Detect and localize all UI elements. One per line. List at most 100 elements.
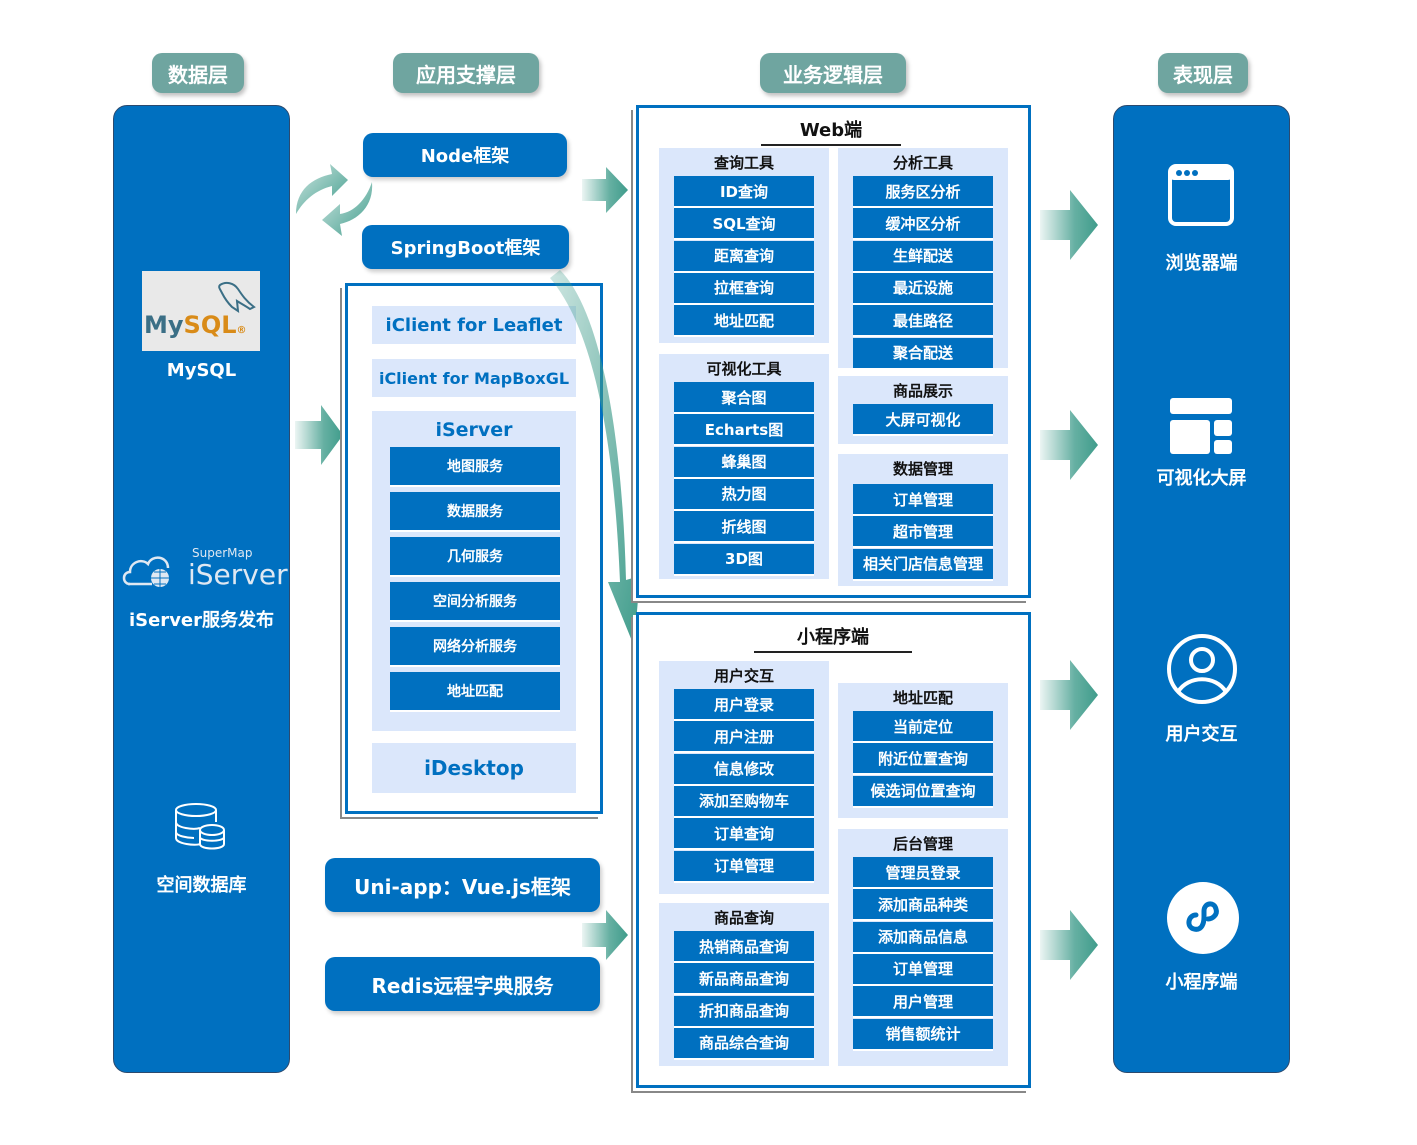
web-item: 热力图 xyxy=(674,478,814,511)
springboot-framework-box: SpringBoot框架 xyxy=(362,225,569,269)
mini-group-title: 用户交互 xyxy=(713,667,774,685)
iserver-service-item: 地图服务 xyxy=(390,447,560,487)
mini-title-text: 小程序端 xyxy=(797,627,869,648)
mini-item: 商品综合查询 xyxy=(674,1027,814,1060)
iserver-group-title: iServer xyxy=(435,419,513,441)
iserver-service-item: 空间分析服务 xyxy=(390,582,560,622)
mini-group-title: 商品查询 xyxy=(713,909,774,927)
mini-item: 订单查询 xyxy=(674,818,814,851)
mini-item: 管理员登录 xyxy=(853,857,993,889)
mini-title-underline xyxy=(754,651,912,653)
arrow-right-icon xyxy=(582,167,628,213)
web-item: 距离查询 xyxy=(674,240,814,273)
mini-item: 订单管理 xyxy=(853,953,993,986)
mini-item: 用户注册 xyxy=(674,721,814,754)
web-group-title: 数据管理 xyxy=(892,460,953,478)
iserver-service-item: 数据服务 xyxy=(390,492,560,532)
web-item: 拉框查询 xyxy=(674,272,814,305)
spatial-db-label: 空间数据库 xyxy=(156,875,247,896)
web-title-text: Web端 xyxy=(799,120,863,141)
mini-group: 后台管理管理员登录添加商品种类添加商品信息订单管理用户管理销售额统计 xyxy=(838,829,1008,1066)
web-item: 订单管理 xyxy=(853,484,993,516)
uniapp-framework-box: Uni-app：Vue.js框架 xyxy=(325,858,600,912)
mini-item: 添加商品种类 xyxy=(853,889,993,922)
cloud-globe-icon xyxy=(122,556,170,587)
cycle-arrows-icon xyxy=(296,164,373,236)
iserver-service-item: 网络分析服务 xyxy=(390,627,560,667)
web-item: 服务区分析 xyxy=(853,176,993,208)
browser-window-icon xyxy=(1168,164,1234,226)
presentation-label-user: 用户交互 xyxy=(1165,724,1238,745)
iserver-label: iServer服务发布 xyxy=(128,610,275,631)
arrow-right-icon xyxy=(1040,190,1098,260)
iclient-mapboxgl-box: iClient for MapBoxGL xyxy=(372,359,576,397)
web-item: 3D图 xyxy=(674,543,814,576)
presentation-label-mini: 小程序端 xyxy=(1165,972,1238,993)
mini-program-frame: 小程序端 用户交互用户登录用户注册信息修改添加至购物车订单查询订单管理地址匹配当… xyxy=(636,612,1031,1088)
mini-item: 热销商品查询 xyxy=(674,931,814,963)
web-item: 聚合配送 xyxy=(853,337,993,370)
iserver-service-item: 几何服务 xyxy=(390,537,560,577)
web-group-title: 分析工具 xyxy=(892,154,953,172)
curved-arrow-down-icon xyxy=(550,270,640,646)
web-item: 地址匹配 xyxy=(674,305,814,338)
mini-item: 候选词位置查询 xyxy=(853,775,993,808)
web-group-title: 可视化工具 xyxy=(706,360,782,378)
mini-item: 折扣商品查询 xyxy=(674,995,814,1028)
web-group: 商品展示大屏可视化 xyxy=(838,376,1008,444)
node-framework-box: Node框架 xyxy=(363,133,567,177)
data-layer-panel: MySQL® MySQL SuperMap iServer iServer服务发… xyxy=(113,105,290,1073)
dolphin-icon xyxy=(218,281,256,314)
mini-item: 当前定位 xyxy=(853,711,993,743)
dashboard-layout-icon xyxy=(1170,398,1232,454)
web-item: 聚合图 xyxy=(674,382,814,414)
mini-group: 商品查询热销商品查询新品商品查询折扣商品查询商品综合查询 xyxy=(659,903,829,1066)
web-item: 大屏可视化 xyxy=(853,404,993,436)
layer-tag-data: 数据层 xyxy=(152,53,244,93)
mini-group: 用户交互用户登录用户注册信息修改添加至购物车订单查询订单管理 xyxy=(659,661,829,894)
web-group: 分析工具服务区分析缓冲区分析生鲜配送最近设施最佳路径聚合配送 xyxy=(838,148,1008,370)
presentation-label-browser: 浏览器端 xyxy=(1165,253,1238,274)
mini-group-title: 后台管理 xyxy=(892,835,953,853)
mini-item: 添加至购物车 xyxy=(674,785,814,818)
web-item: ID查询 xyxy=(674,176,814,208)
mini-item: 销售额统计 xyxy=(853,1018,993,1051)
presentation-layer-panel: 浏览器端 可视化大屏 用户交互 小程序端 xyxy=(1113,105,1290,1073)
layer-tag-support: 应用支撑层 xyxy=(393,53,539,93)
supermap-frame: iClient for Leaflet iClient for MapBoxGL… xyxy=(345,283,603,814)
user-circle-icon xyxy=(1167,634,1237,704)
web-item: 最近设施 xyxy=(853,272,993,305)
database-icon xyxy=(175,803,225,850)
arrow-right-icon xyxy=(1040,910,1098,980)
web-item: 生鲜配送 xyxy=(853,240,993,273)
mini-item: 用户管理 xyxy=(853,986,993,1019)
web-item: Echarts图 xyxy=(674,414,814,447)
idesktop-box: iDesktop xyxy=(372,743,576,793)
web-title: Web端 xyxy=(761,116,901,146)
mysql-logo: MySQL® xyxy=(142,271,260,351)
iclient-leaflet-box: iClient for Leaflet xyxy=(372,306,576,344)
web-item: 相关门店信息管理 xyxy=(853,548,993,581)
web-item: 缓冲区分析 xyxy=(853,208,993,241)
web-group-title: 查询工具 xyxy=(713,154,774,172)
mysql-label: MySQL xyxy=(166,360,237,381)
mini-item: 添加商品信息 xyxy=(853,921,993,954)
web-title-underline xyxy=(761,144,901,146)
mini-program-icon xyxy=(1167,882,1239,954)
layer-tag-presentation: 表现层 xyxy=(1158,53,1248,93)
arrow-right-icon xyxy=(1040,410,1098,480)
mini-item: 订单管理 xyxy=(674,850,814,883)
iserver-group: iServer 地图服务数据服务几何服务空间分析服务网络分析服务地址匹配 xyxy=(372,411,576,731)
layer-tag-logic: 业务逻辑层 xyxy=(760,53,906,93)
web-group-title: 商品展示 xyxy=(892,382,953,400)
web-item: 超市管理 xyxy=(853,516,993,549)
mysql-logo-text: MySQL® xyxy=(144,311,247,339)
web-item: SQL查询 xyxy=(674,208,814,241)
mini-item: 信息修改 xyxy=(674,753,814,786)
mini-title: 小程序端 xyxy=(754,623,912,653)
arrow-right-icon xyxy=(295,405,343,465)
web-group: 数据管理订单管理超市管理相关门店信息管理 xyxy=(838,454,1008,586)
